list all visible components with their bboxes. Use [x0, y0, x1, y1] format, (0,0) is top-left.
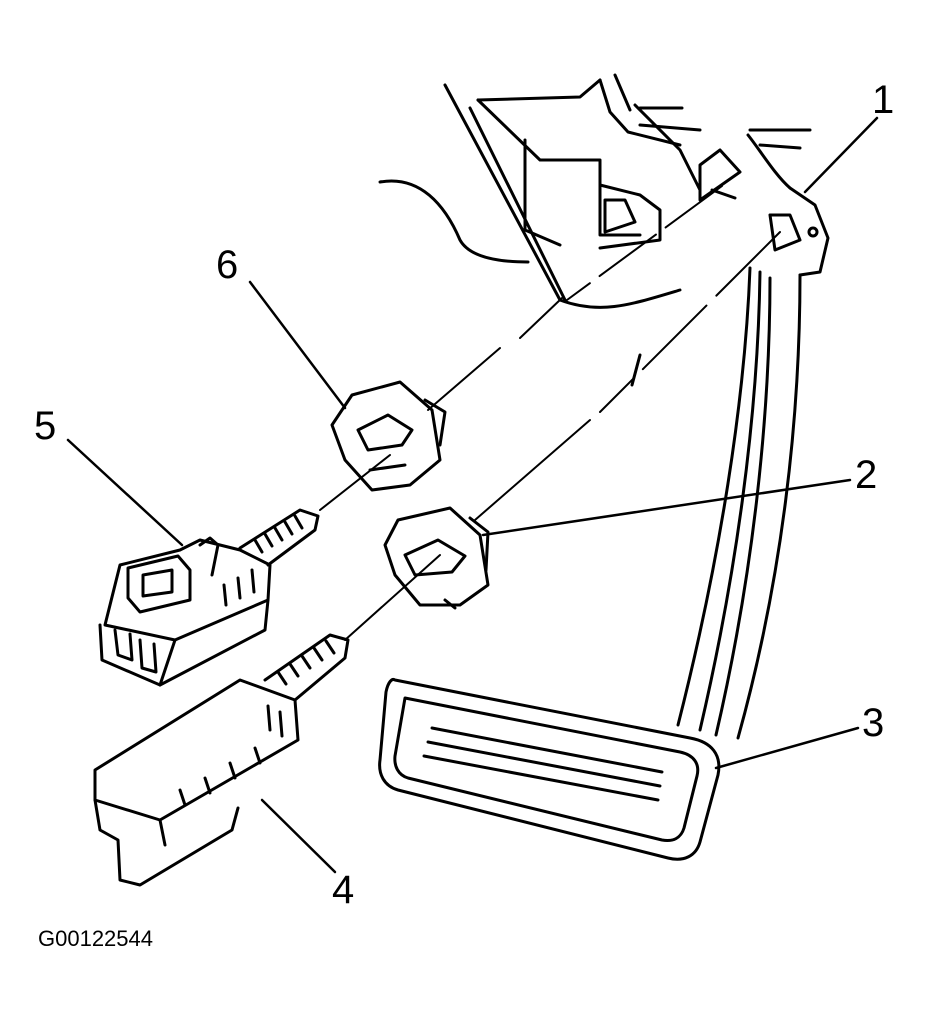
dash-structure — [378, 73, 812, 309]
upper-retainer — [330, 380, 447, 492]
lower-switch — [93, 633, 350, 887]
callout-4: 4 — [332, 868, 355, 912]
lower-retainer — [383, 506, 490, 610]
pedal-pad — [378, 678, 721, 861]
callout-1: 1 — [872, 78, 895, 122]
leader-6 — [248, 280, 347, 410]
leader-4 — [260, 798, 337, 874]
leader-5 — [66, 438, 184, 547]
alignment-lines — [319, 185, 781, 641]
leader-3 — [714, 726, 860, 770]
leader-2 — [481, 478, 852, 537]
leader-lines — [66, 116, 879, 874]
upper-switch — [98, 508, 320, 687]
pedal-bracket — [630, 133, 830, 387]
callout-3: 3 — [862, 701, 885, 745]
callout-6: 6 — [216, 243, 239, 287]
pedal-arm — [676, 266, 802, 740]
leader-1 — [803, 116, 879, 194]
figure-id: G00122544 — [38, 926, 153, 951]
callout-5: 5 — [34, 404, 57, 448]
callout-2: 2 — [855, 453, 878, 497]
